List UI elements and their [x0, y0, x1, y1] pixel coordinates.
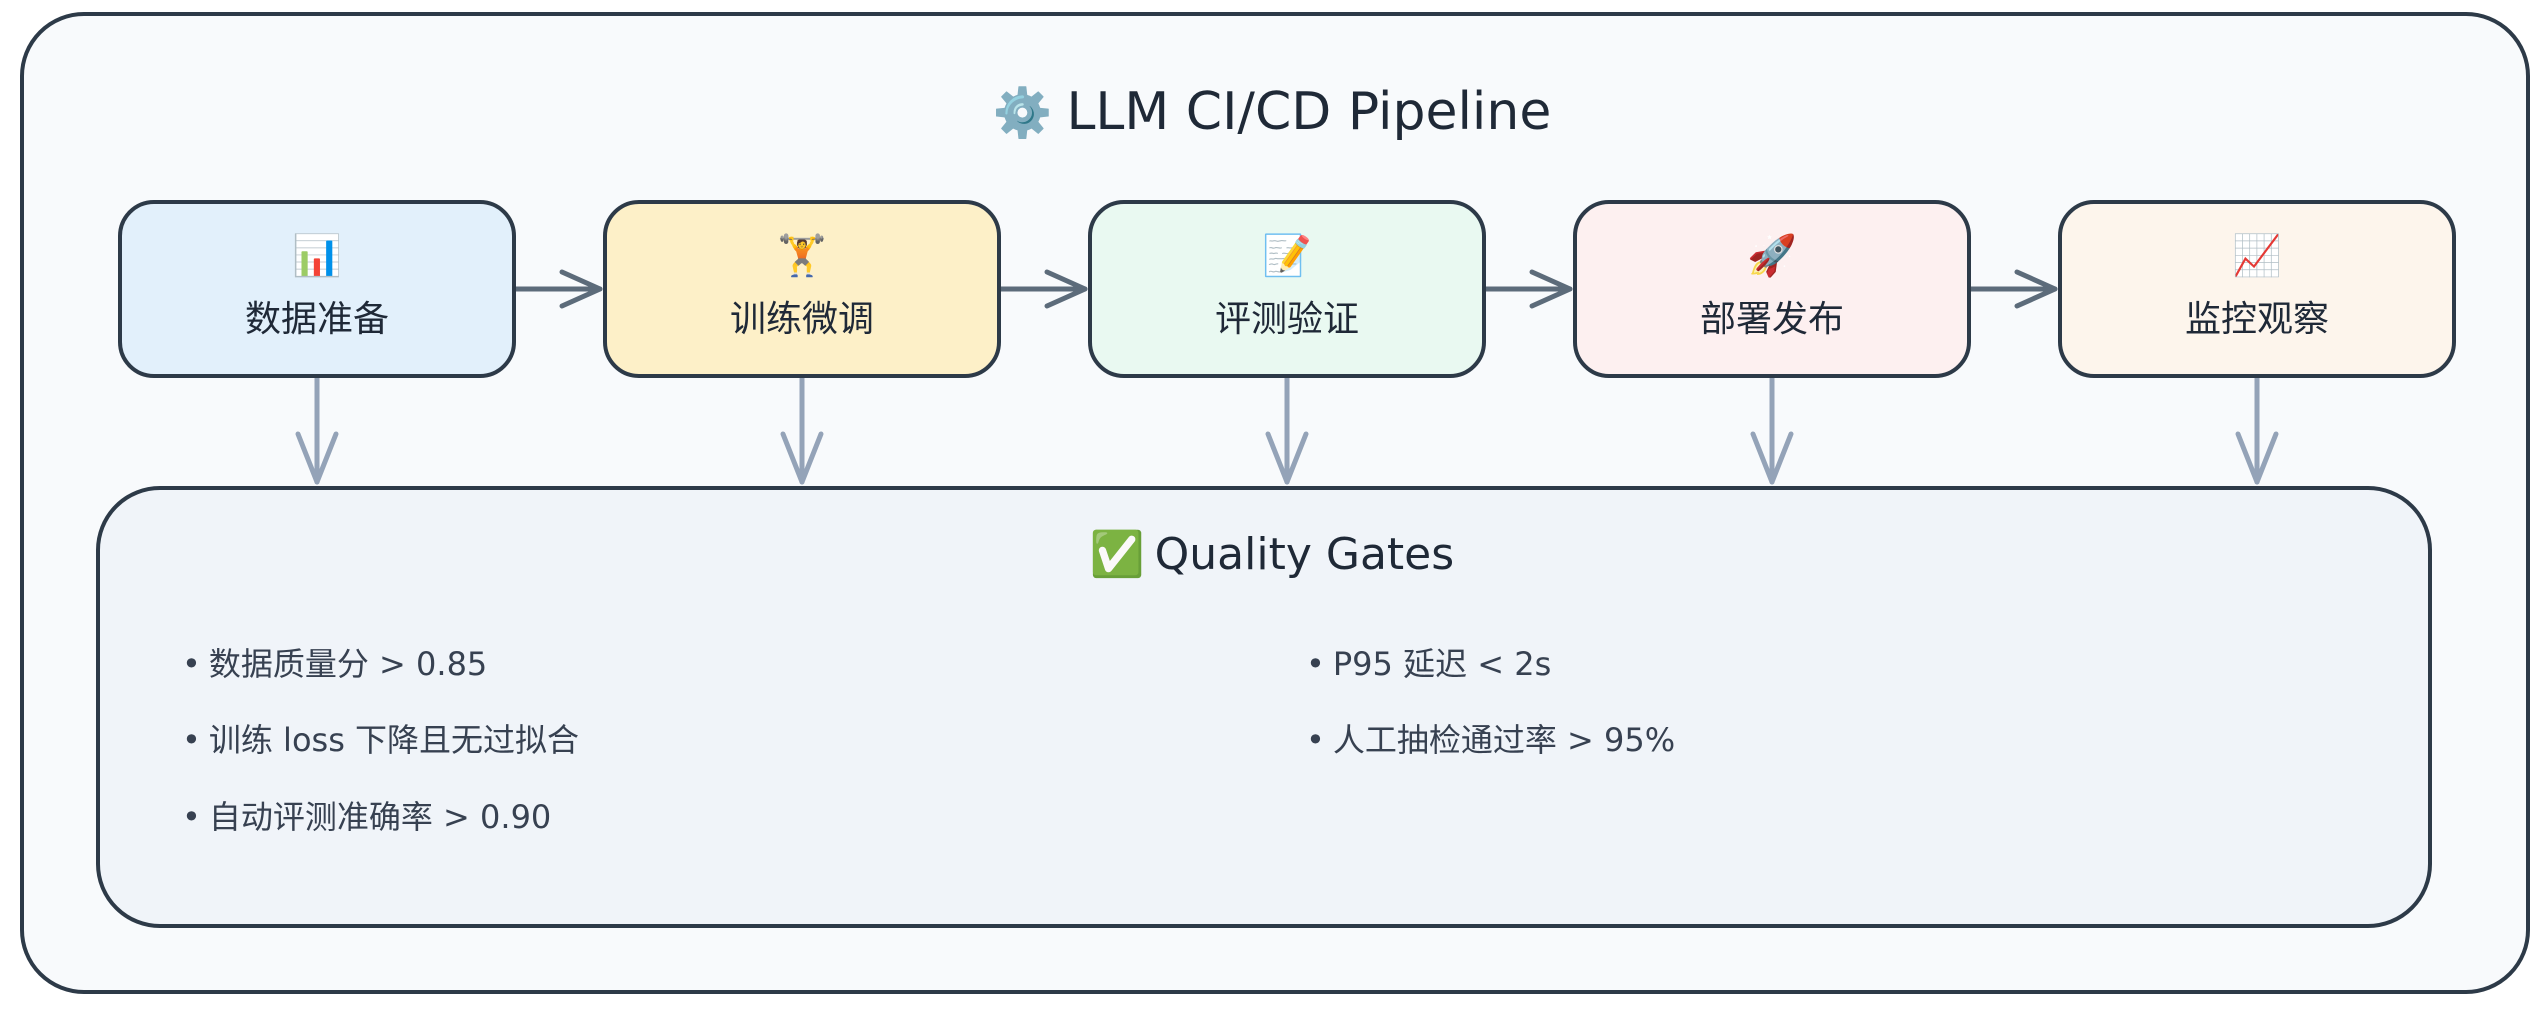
bullet: • — [1306, 645, 1325, 683]
bullet: • — [182, 798, 201, 836]
stage-label: 监控观察 — [2184, 299, 2329, 340]
stage-deployment: 🚀 部署发布 — [1573, 200, 1971, 378]
bullet: • — [182, 721, 201, 759]
gate-text: 自动评测准确率 > 0.90 — [208, 798, 552, 836]
page-title: ⚙️LLM CI/CD Pipeline — [0, 72, 2544, 153]
quality-gates-title: ✅Quality Gates — [0, 520, 2544, 590]
gate-item-eval-accuracy: •自动评测准确率 > 0.90 — [182, 795, 551, 839]
gate-item-data-quality: •数据质量分 > 0.85 — [182, 642, 487, 686]
title-text: LLM CI/CD Pipeline — [1066, 82, 1552, 142]
stage-label: 数据准备 — [244, 299, 389, 340]
gate-item-p95-latency: •P95 延迟 < 2s — [1306, 642, 1551, 686]
stage-label: 训练微调 — [729, 299, 874, 340]
gate-text: 人工抽检通过率 > 95% — [1332, 721, 1676, 759]
stage-evaluation: 📝 评测验证 — [1088, 200, 1486, 378]
bullet: • — [1306, 721, 1325, 759]
bar-chart-icon: 📊 — [292, 233, 342, 279]
rocket-icon: 🚀 — [1747, 233, 1797, 279]
gate-text: 训练 loss 下降且无过拟合 — [208, 721, 580, 759]
stage-monitoring: 📈 监控观察 — [2058, 200, 2456, 378]
gate-item-manual-review: •人工抽检通过率 > 95% — [1306, 718, 1675, 762]
quality-gates-panel — [96, 486, 2432, 928]
gear-icon: ⚙️ — [992, 85, 1053, 141]
stage-label: 部署发布 — [1699, 299, 1844, 340]
gate-text: P95 延迟 < 2s — [1332, 645, 1552, 683]
gate-text: 数据质量分 > 0.85 — [208, 645, 488, 683]
stage-data-prep: 📊 数据准备 — [118, 200, 516, 378]
stage-label: 评测验证 — [1214, 299, 1359, 340]
quality-gates-title-text: Quality Gates — [1154, 529, 1455, 580]
bullet: • — [182, 645, 201, 683]
stage-training: 🏋️ 训练微调 — [603, 200, 1001, 378]
gate-item-training-loss: •训练 loss 下降且无过拟合 — [182, 718, 579, 762]
memo-icon: 📝 — [1262, 233, 1312, 279]
weightlifter-icon: 🏋️ — [777, 233, 827, 279]
trend-up-icon: 📈 — [2232, 233, 2282, 279]
check-mark-icon: ✅ — [1089, 529, 1145, 580]
